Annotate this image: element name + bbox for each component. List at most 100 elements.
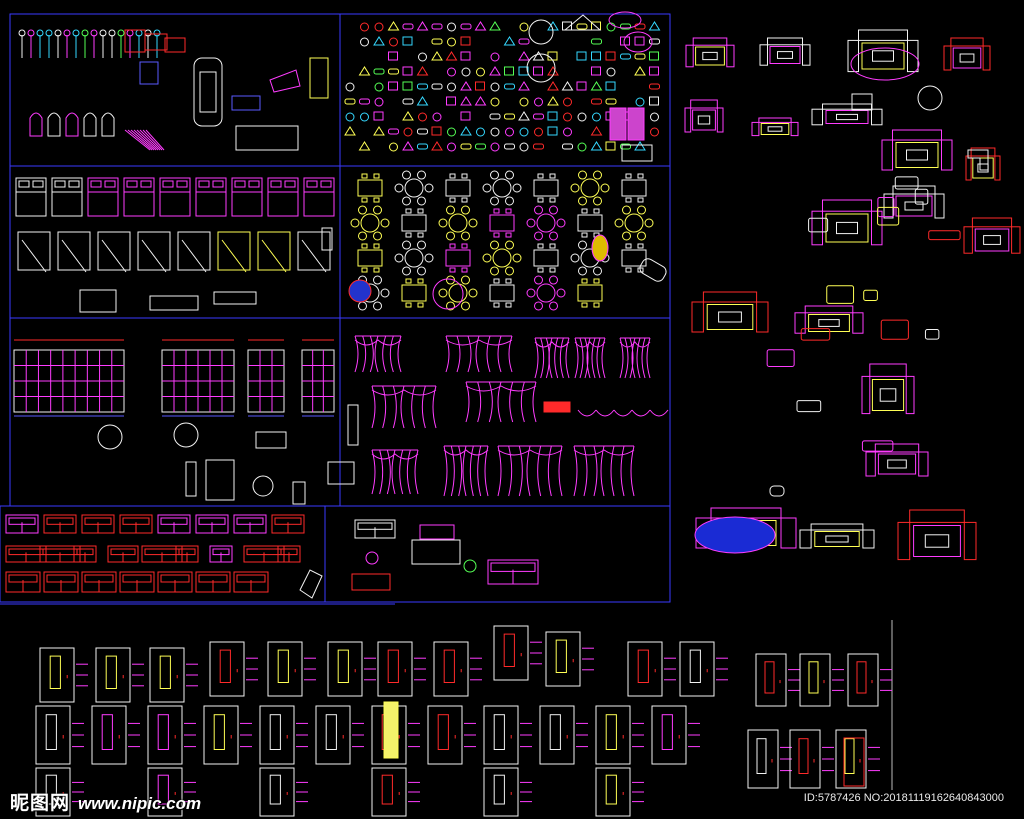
living-room-plan (871, 108, 883, 126)
plant-icon (474, 21, 487, 31)
table-icon (461, 275, 470, 285)
appliance-symbol (649, 96, 659, 106)
plant-icon (534, 127, 543, 137)
table-icon (549, 243, 556, 249)
door-icon (427, 705, 463, 765)
appliance-symbol (562, 143, 573, 150)
table-icon (417, 240, 426, 250)
appliance-symbol (620, 143, 631, 150)
door-icon (35, 767, 71, 817)
living-room-plan (836, 221, 858, 235)
plant-icon (387, 21, 400, 31)
living-room-plan (974, 228, 1010, 252)
living-room-plan (767, 37, 803, 46)
curtain-icon (382, 335, 387, 373)
table-icon (570, 183, 580, 193)
curtain-icon (624, 337, 629, 379)
door-icon (856, 661, 867, 694)
stair-symbol (124, 129, 151, 151)
table-icon (449, 173, 456, 179)
curtain-icon (619, 341, 651, 348)
table-icon (358, 231, 367, 241)
curtain-blocks-panel (327, 335, 669, 497)
stair-symbol (145, 129, 165, 151)
table-icon (380, 218, 390, 228)
plant-icon (445, 51, 458, 61)
table-icon (448, 213, 468, 233)
living-room-plan (811, 210, 823, 246)
bed-icon (231, 177, 263, 217)
table-icon (549, 173, 556, 179)
curtain-icon (371, 453, 419, 460)
table-icon (581, 302, 588, 308)
table-icon (593, 196, 602, 206)
living-room-plan (941, 139, 953, 171)
living-room-plan (924, 534, 950, 548)
table-icon (591, 234, 609, 262)
curtain-icon (392, 385, 397, 429)
table-icon (505, 266, 514, 276)
living-room-plan (702, 291, 758, 303)
curtain-icon (488, 381, 493, 423)
plant-icon (476, 67, 485, 77)
door-icon (277, 649, 289, 683)
sofa-icon (149, 295, 199, 311)
table-icon (593, 302, 600, 308)
door-panel-red (843, 737, 865, 787)
table-icon (580, 178, 600, 198)
panel-frame (339, 165, 671, 319)
curtain-icon (559, 337, 564, 379)
bed-icon (261, 239, 287, 273)
bed-icon (79, 289, 117, 313)
appliance-symbol (504, 66, 514, 76)
plant-icon (345, 82, 355, 92)
table-icon (468, 288, 478, 298)
table-icon (637, 173, 644, 179)
table-icon (461, 267, 468, 273)
sofa-icon (914, 188, 929, 205)
door-icon (371, 767, 407, 817)
door-icon (493, 774, 505, 805)
table-icon (361, 197, 368, 203)
table-icon (405, 278, 412, 284)
bathtub-symbol (608, 11, 642, 29)
appliance-symbol (164, 37, 186, 53)
curtain-icon (601, 337, 606, 379)
bed-icon (101, 239, 127, 273)
plant-icon (547, 81, 559, 91)
table-icon (549, 301, 558, 311)
door-icon (555, 639, 567, 673)
table-icon (394, 253, 404, 263)
plant-icon (489, 66, 501, 76)
curtain-icon (532, 381, 537, 423)
table-icon (578, 196, 587, 206)
living-room-plan (904, 201, 924, 211)
door-icon (159, 655, 171, 689)
fan-symbol (563, 14, 602, 31)
living-room-plan (861, 42, 905, 70)
table-icon (461, 301, 470, 311)
table-icon (424, 183, 434, 193)
bed-icon (306, 180, 318, 188)
table-icon (505, 302, 512, 308)
curtain-icon (399, 449, 404, 495)
curtain-icon (400, 385, 405, 429)
appliance-symbol (504, 113, 515, 120)
appliance-symbol (475, 143, 486, 150)
plant-icon (634, 141, 646, 151)
living-room-plan (881, 139, 893, 171)
bed-icon (198, 180, 210, 188)
table-icon (621, 179, 647, 197)
door-icon (493, 625, 529, 681)
living-room-plan (943, 45, 952, 71)
living-room-plan (872, 50, 894, 62)
living-room-plan (970, 147, 996, 157)
curtain-icon (465, 385, 537, 392)
table-icon (549, 205, 558, 215)
appliance-symbol (402, 23, 414, 30)
door-icon (381, 774, 393, 805)
living-room-plan (767, 126, 783, 132)
appliance-symbol (518, 66, 529, 76)
tv-symbol (851, 93, 873, 111)
living-room-plan (971, 217, 1013, 228)
